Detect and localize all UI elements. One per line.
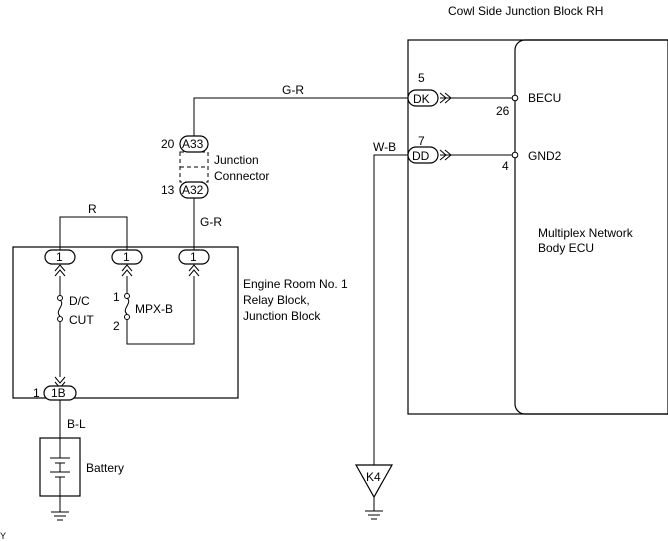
terminal-1-middle-chevron-icon xyxy=(121,264,133,277)
terminal-1-right xyxy=(178,249,210,265)
conn-1b-pin: 1 xyxy=(33,386,40,400)
fuse-dc-line1: D/C xyxy=(69,294,90,308)
ecu-name-line2: Body ECU xyxy=(538,241,594,255)
conn-dd-pin: 7 xyxy=(418,134,425,148)
connector-dd-chevron-icon xyxy=(439,149,452,161)
ground-k4-label: K4 xyxy=(366,470,381,484)
dc-cut-fuse-icon xyxy=(57,299,63,317)
terminal-1-middle xyxy=(111,249,143,265)
becu-pin: 26 xyxy=(496,104,510,118)
conn-dk-label: DK xyxy=(413,92,430,106)
mpx-fuse-icon xyxy=(124,297,130,315)
conn-dd-label: DD xyxy=(412,149,430,163)
wire-r-label: R xyxy=(88,202,97,216)
battery-icon xyxy=(50,438,70,496)
relay-block-box xyxy=(12,246,239,399)
wire-bl-label: B-L xyxy=(67,417,86,431)
relay-name-line3: Junction Block xyxy=(243,309,321,323)
wire-gr-top xyxy=(193,97,408,136)
conn-1b-label: 1B xyxy=(51,386,66,400)
fuse-mpx-label: MPX-B xyxy=(135,302,173,316)
mpx-fuse-bottom-terminal xyxy=(124,314,130,320)
connector-dk-chevron-icon xyxy=(439,92,452,104)
terminal-1-right-label: 1 xyxy=(190,250,197,264)
fuse-dc-line2: CUT xyxy=(69,313,94,327)
wire-r xyxy=(59,216,128,250)
becu-label: BECU xyxy=(528,91,561,105)
ground-battery-icon xyxy=(51,511,69,521)
wire-wb-label: W-B xyxy=(373,140,396,154)
jc-bottom-pin: 13 xyxy=(161,183,175,197)
ground-point-k4 xyxy=(354,464,394,499)
wire-wb xyxy=(373,154,408,465)
fuse-mpx-pin2: 2 xyxy=(113,319,120,333)
gnd2-label: GND2 xyxy=(528,149,562,163)
body-ecu-box xyxy=(514,39,668,415)
wire-mpx-to-terminal xyxy=(126,276,195,345)
conn-dk-pin: 5 xyxy=(418,71,425,85)
relay-name-line2: Relay Block, xyxy=(243,293,310,307)
dc-cut-fuse-top-terminal xyxy=(57,295,63,301)
jc-top-label: A33 xyxy=(182,137,204,151)
gnd2-terminal xyxy=(511,151,519,159)
fuse-mpx-pin1: 1 xyxy=(113,290,120,304)
wire-gr-mid-label: G-R xyxy=(200,215,222,229)
dc-cut-fuse-bottom-terminal xyxy=(57,316,63,322)
ecu-name-line1: Multiplex Network xyxy=(538,226,634,240)
wire-gr-top-label: G-R xyxy=(282,83,304,97)
battery-label: Battery xyxy=(86,461,124,475)
relay-name-line1: Engine Room No. 1 xyxy=(243,277,348,291)
jc-name-line2: Connector xyxy=(214,169,269,183)
terminal-1-right-chevron-icon xyxy=(188,264,200,277)
jc-top-pin: 20 xyxy=(161,137,175,151)
corner-mark: Y xyxy=(0,531,6,541)
terminal-1-middle-label: 1 xyxy=(123,250,130,264)
jc-bottom-label: A32 xyxy=(182,183,204,197)
becu-terminal xyxy=(511,94,519,102)
terminal-1-left-chevron-icon xyxy=(54,264,66,277)
cowl-block-title: Cowl Side Junction Block RH xyxy=(448,4,603,18)
ground-k4-icon xyxy=(365,510,383,520)
mpx-fuse-top-terminal xyxy=(124,293,130,299)
gnd2-pin: 4 xyxy=(502,159,509,173)
terminal-1-left xyxy=(44,249,76,265)
jc-name-line1: Junction xyxy=(214,153,259,167)
terminal-1-left-label: 1 xyxy=(56,250,63,264)
